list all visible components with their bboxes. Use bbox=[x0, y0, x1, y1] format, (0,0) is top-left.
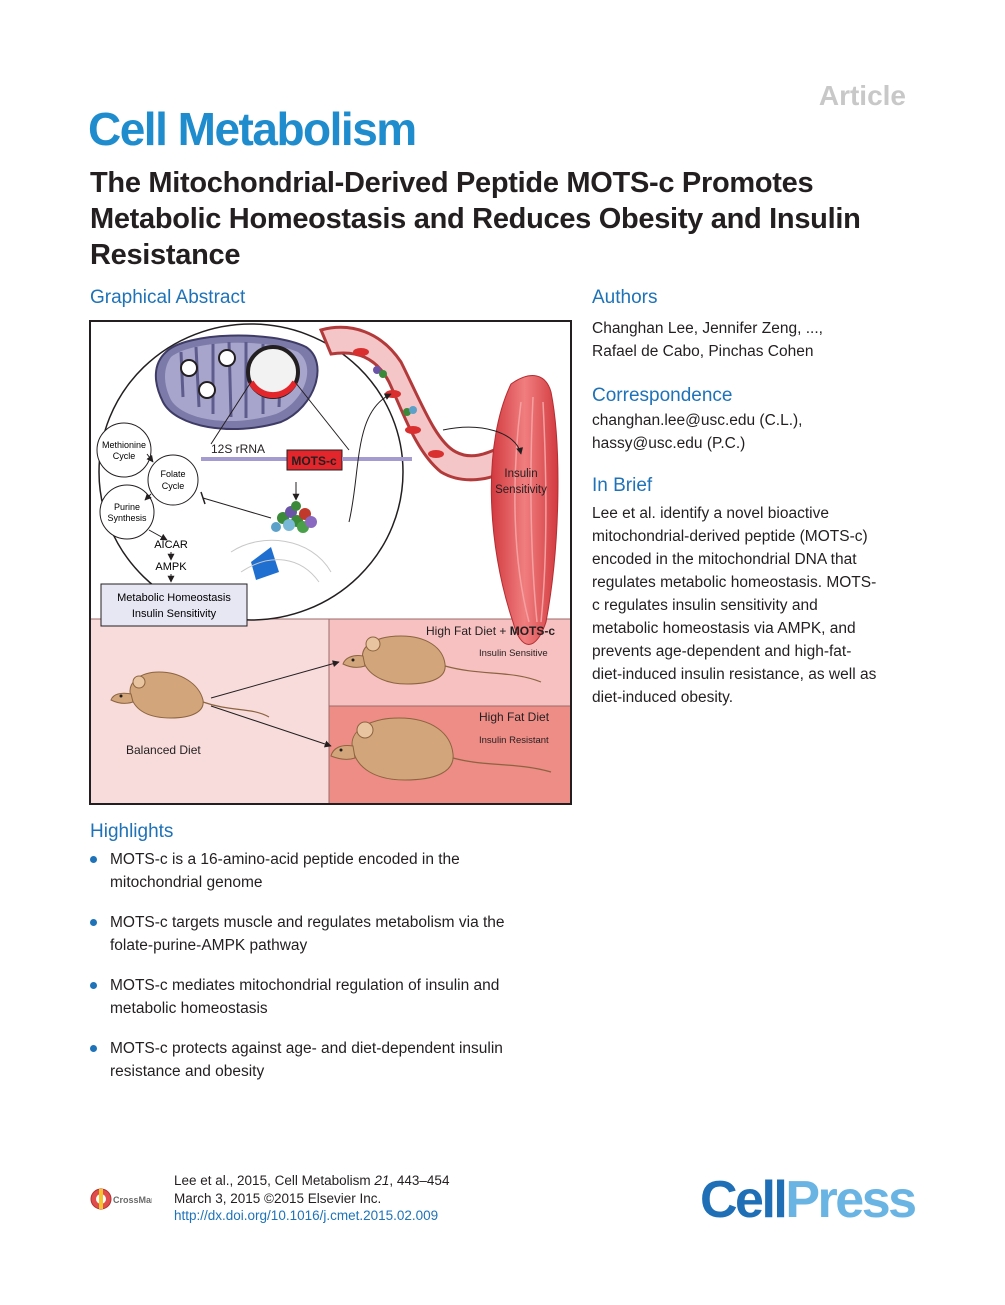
in-brief-line: prevents age-dependent and high-fat- bbox=[592, 643, 852, 660]
aicar-label: AICAR bbox=[154, 539, 188, 551]
graphical-abstract-figure: 12S rRNA MOTS-c Methionine Cycle Folate … bbox=[89, 320, 572, 805]
paper-title: The Mitochondrial-Derived Peptide MOTS-c… bbox=[90, 167, 861, 271]
graphical-abstract-svg: 12S rRNA MOTS-c Methionine Cycle Folate … bbox=[91, 323, 570, 803]
bullet-icon bbox=[90, 856, 97, 863]
svg-text:CrossMark: CrossMark bbox=[113, 1195, 152, 1205]
highlight-item: MOTS-c mediates mitochondrial regulation… bbox=[90, 974, 570, 1020]
svg-text:Cycle: Cycle bbox=[162, 481, 185, 491]
muscle-label-insulin: Insulin bbox=[504, 468, 537, 480]
citation-line: Lee et al., 2015, Cell Metabolism 21, 44… bbox=[174, 1173, 450, 1188]
mouse-hfd-mots bbox=[342, 635, 542, 685]
muscle-label-sensitivity: Sensitivity bbox=[495, 484, 547, 496]
crossmark-icon[interactable]: CrossMark bbox=[90, 1186, 161, 1212]
mouse-balanced-diet bbox=[110, 671, 270, 719]
highlights-list: MOTS-c is a 16-amino-acid peptide encode… bbox=[90, 848, 570, 1100]
graphical-abstract-heading: Graphical Abstract bbox=[90, 287, 246, 308]
insulin-resistant-label: Insulin Resistant bbox=[479, 735, 549, 746]
mots-c-gene-label: MOTS-c bbox=[291, 454, 337, 468]
citation-block: Lee et al., 2015, Cell Metabolism 21, 44… bbox=[174, 1172, 449, 1225]
receptor-icon bbox=[251, 547, 279, 580]
in-brief-line: mitochondrial-derived peptide (MOTS-c) bbox=[592, 528, 868, 545]
mots-c-peptide-icon bbox=[271, 501, 317, 533]
correspondence-emails: changhan.lee@usc.edu (C.L.), hassy@usc.e… bbox=[592, 409, 922, 455]
highlight-item: MOTS-c protects against age- and diet-de… bbox=[90, 1037, 570, 1083]
in-brief-text: Lee et al. identify a novel bioactive mi… bbox=[592, 502, 912, 709]
in-brief-line: Lee et al. identify a novel bioactive bbox=[592, 505, 829, 522]
insulin-sensitivity-label: Insulin Sensitivity bbox=[132, 608, 217, 620]
in-brief-line: regulates metabolic homeostasis. MOTS- bbox=[592, 574, 877, 591]
insulin-sensitive-label: Insulin Sensitive bbox=[479, 648, 548, 659]
copyright-line: March 3, 2015 ©2015 Elsevier Inc. bbox=[174, 1190, 382, 1206]
authors-heading: Authors bbox=[592, 287, 658, 308]
homeostasis-box bbox=[100, 583, 248, 627]
svg-text:Folate: Folate bbox=[160, 469, 185, 479]
doi-link[interactable]: http://dx.doi.org/10.1016/j.cmet.2015.02… bbox=[174, 1208, 439, 1223]
article-type-label: Article bbox=[818, 80, 906, 111]
cellpress-logo: CellPress bbox=[700, 1171, 917, 1229]
in-brief-heading: In Brief bbox=[592, 475, 653, 496]
mouse-hfd bbox=[330, 717, 552, 781]
svg-text:Purine: Purine bbox=[114, 502, 140, 512]
journal-title: Cell Metabolism bbox=[88, 103, 417, 155]
correspondence-heading: Correspondence bbox=[592, 385, 733, 406]
balanced-diet-label: Balanced Diet bbox=[126, 743, 201, 757]
highlight-item: MOTS-c targets muscle and regulates meta… bbox=[90, 911, 570, 957]
highlights-heading: Highlights bbox=[90, 821, 174, 842]
in-brief-line: diet-induced obesity. bbox=[592, 689, 734, 706]
bullet-icon bbox=[90, 982, 97, 989]
email-link[interactable]: hassy@usc.edu (P.C.) bbox=[592, 435, 746, 452]
homeostasis-label: Metabolic Homeostasis bbox=[117, 592, 231, 604]
rrna-label: 12S rRNA bbox=[211, 442, 265, 456]
ampk-label: AMPK bbox=[155, 561, 187, 573]
rrna-gene-bar bbox=[201, 457, 287, 461]
bullet-icon bbox=[90, 919, 97, 926]
purine-synthesis: Purine Synthesis bbox=[99, 484, 155, 540]
highlight-item: MOTS-c is a 16-amino-acid peptide encode… bbox=[90, 848, 570, 894]
bullet-icon bbox=[90, 1045, 97, 1052]
in-brief-line: diet-induced insulin resistance, as well… bbox=[592, 666, 877, 683]
authors-line: Changhan Lee, Jennifer Zeng, ..., bbox=[592, 320, 823, 337]
svg-text:Methionine: Methionine bbox=[102, 440, 146, 450]
hfd-mots-label: High Fat Diet + MOTS-c bbox=[426, 624, 555, 638]
muscle-icon bbox=[490, 375, 559, 645]
svg-text:Cycle: Cycle bbox=[113, 451, 136, 461]
in-brief-line: encoded in the mitochondrial DNA that bbox=[592, 551, 857, 568]
hfd-label: High Fat Diet bbox=[479, 710, 550, 724]
authors-line: Rafael de Cabo, Pinchas Cohen bbox=[592, 343, 814, 360]
methionine-cycle: Methionine Cycle bbox=[96, 422, 152, 478]
in-brief-line: c regulates insulin sensitivity and bbox=[592, 597, 818, 614]
email-link[interactable]: changhan.lee@usc.edu (C.L.), bbox=[592, 412, 803, 429]
in-brief-line: metabolic homeostasis via AMPK, and bbox=[592, 620, 856, 637]
folate-cycle: Folate Cycle bbox=[147, 454, 199, 506]
mitochondrion-icon bbox=[154, 334, 319, 431]
authors-list: Changhan Lee, Jennifer Zeng, ..., Rafael… bbox=[592, 317, 922, 363]
svg-text:Synthesis: Synthesis bbox=[107, 513, 147, 523]
